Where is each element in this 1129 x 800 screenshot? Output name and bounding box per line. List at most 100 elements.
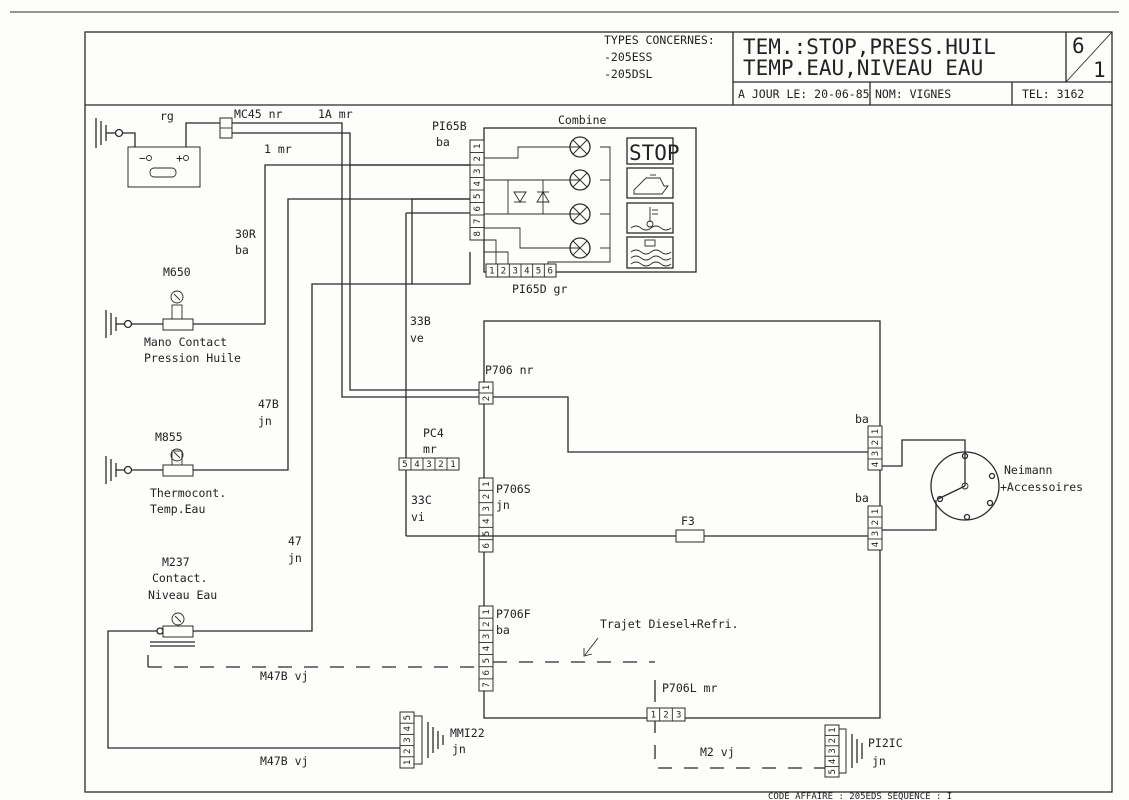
sheet-border <box>84 31 1113 793</box>
svg-text:ba: ba <box>436 135 450 149</box>
p706s-pins-pin: 2 <box>482 494 492 499</box>
temp-switch-m855: M855 Thermocont. Temp.Eau 47B jn <box>105 198 470 516</box>
svg-text:jn: jn <box>872 754 886 768</box>
pc4-pins-pin: 2 <box>438 460 443 470</box>
svg-text:M47B vj: M47B vj <box>260 669 308 683</box>
mm122-pins-pin: 1 <box>403 760 413 765</box>
p165b-pins-pin: 5 <box>473 194 483 199</box>
battery-box <box>127 146 201 188</box>
coolant-temp-icon <box>626 202 674 234</box>
p165b-pins-pin: 6 <box>473 206 483 211</box>
p165b-pins-pin: 1 <box>473 144 483 149</box>
fuse-f3 <box>675 529 705 543</box>
neimann-top-pins-pin: 1 <box>871 429 881 434</box>
neimann-label: Neimann <box>1004 463 1052 477</box>
p165d-pins-pin: 2 <box>501 267 506 277</box>
mc45-label: MC45 nr <box>234 107 283 121</box>
svg-text:MMI22: MMI22 <box>450 726 485 740</box>
connector-p706f <box>478 605 494 692</box>
p165b-label: PI65B <box>432 119 467 133</box>
p706f-pins-pin: 1 <box>482 609 492 614</box>
types-label: TYPES CONCERNES: <box>604 33 715 47</box>
svg-text:Temp.Eau: Temp.Eau <box>150 502 205 516</box>
p706s-pins-pin: 3 <box>482 506 492 511</box>
svg-text:mr: mr <box>423 442 437 456</box>
warning-lamp-temp-icon <box>569 203 591 225</box>
p165b-pins-pin: 4 <box>473 181 483 186</box>
warning-lamp-oil-icon <box>569 169 591 191</box>
connector-p706l <box>646 707 686 722</box>
p121c-pins-pin: 3 <box>828 748 838 753</box>
pc4-pins-pin: 3 <box>426 460 431 470</box>
svg-text:ba: ba <box>496 623 510 637</box>
combine-label: Combine <box>558 113 607 127</box>
p706-label: P706 nr <box>485 363 534 377</box>
svg-text:ba: ba <box>855 412 869 426</box>
mm122-pins-pin: 5 <box>403 715 413 720</box>
type-205ess: -205ESS <box>604 50 653 64</box>
author-name: NOM: VIGNES <box>875 87 951 101</box>
svg-text:M47B vj: M47B vj <box>260 754 308 768</box>
svg-text:Pression Huile: Pression Huile <box>144 351 241 365</box>
p165b-pins-pin: 3 <box>473 169 483 174</box>
p706s-pins-pin: 1 <box>482 481 492 486</box>
p706s-label: P706S <box>496 482 531 496</box>
p165d-pins-pin: 6 <box>547 267 552 277</box>
wire-33b-label: 33B <box>410 314 431 328</box>
p706l-pins-pin: 1 <box>651 711 656 721</box>
svg-text:ba: ba <box>855 491 869 505</box>
svg-text:+: + <box>176 151 183 165</box>
ground-symbol-m855 <box>105 456 133 484</box>
p706f-label: P706F <box>496 607 531 621</box>
neimann-bot-pins-pin: 2 <box>871 520 881 525</box>
ground-symbol-battery <box>95 118 124 148</box>
svg-text:jn: jn <box>496 498 510 512</box>
p121c-pins-pin: 5 <box>828 769 838 774</box>
svg-text:ve: ve <box>410 331 424 345</box>
svg-text:M237: M237 <box>162 555 190 569</box>
footer-code: CODE AFFAIRE : 205EDS SEQUENCE : I <box>768 792 952 800</box>
oil-pressure-switch-m650: M650 Mano Contact Pression Huile 30R ba <box>105 164 470 365</box>
svg-text:vi: vi <box>411 510 425 524</box>
ignition-switch-neimann: Neimann +Accessoires <box>930 451 1083 521</box>
wire-1-label: 1 mr <box>264 142 292 156</box>
svg-text:jn: jn <box>258 414 272 428</box>
svg-text:Contact.: Contact. <box>152 571 207 585</box>
pc4-label: PC4 <box>423 426 444 440</box>
svg-text:Thermocont.: Thermocont. <box>150 486 226 500</box>
neimann-bot-pins-pin: 3 <box>871 531 881 536</box>
p706s-pins-pin: 5 <box>482 531 492 536</box>
p706l-label: P706L mr <box>662 681 717 695</box>
p121c-pins-pin: 2 <box>828 738 838 743</box>
p706f-pins-pin: 7 <box>482 682 492 687</box>
p165d-pins-pin: 1 <box>489 267 494 277</box>
neimann-top-pins-pin: 2 <box>871 440 881 445</box>
p706l-pins-pin: 3 <box>676 711 681 721</box>
m2vj-label: M2 vj <box>700 745 735 759</box>
page-count: 1 <box>1093 58 1106 82</box>
update-date: A JOUR LE: 20-06-85 <box>738 87 870 101</box>
p706f-pins-pin: 4 <box>482 646 492 651</box>
header-block: TYPES CONCERNES: -205ESS -205DSL TEM.:ST… <box>85 31 1113 106</box>
p165d-label: PI65D gr <box>512 282 567 296</box>
neimann-bot-pins-pin: 1 <box>871 509 881 514</box>
wire-47-label: 47 <box>288 534 302 548</box>
p121c-pins-pin: 1 <box>828 727 838 732</box>
svg-text:jn: jn <box>452 742 466 756</box>
rg-label: rg <box>160 109 174 123</box>
trajet-label: Trajet Diesel+Refri. <box>600 617 738 631</box>
connector-pc4 <box>398 457 460 471</box>
svg-text:ba: ba <box>235 243 249 257</box>
p706-pins-pin: 2 <box>482 396 492 401</box>
battery: − + rg MC45 nr 1A mr 1 mr <box>95 107 353 188</box>
oil-can-icon <box>626 167 674 199</box>
svg-text:M650: M650 <box>163 265 191 279</box>
sheet-title-line2: TEMP.EAU,NIVEAU EAU <box>743 56 983 80</box>
svg-text:PI2IC: PI2IC <box>868 736 903 750</box>
wire-1a-label: 1A mr <box>318 107 353 121</box>
p165b-pins-pin: 7 <box>473 219 483 224</box>
coolant-level-icon <box>626 236 674 269</box>
page-number: 6 <box>1072 34 1085 58</box>
pc4-pins-pin: 5 <box>402 460 407 470</box>
